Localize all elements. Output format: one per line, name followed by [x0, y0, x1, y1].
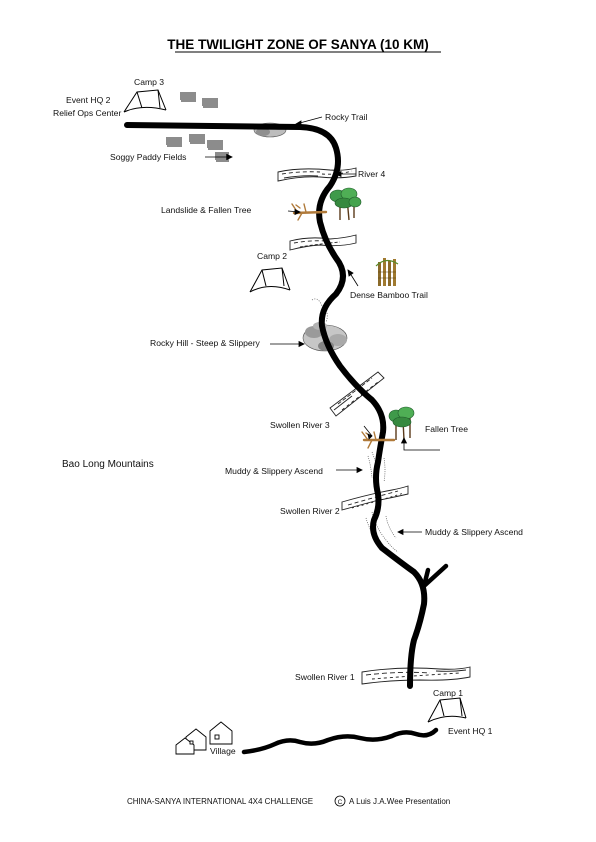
paddy-field-icons [166, 92, 229, 162]
label-muddy-1: Muddy & Slippery Ascend [225, 466, 323, 476]
camp1-tent-icon [427, 697, 467, 723]
village-houses-icon [175, 721, 233, 755]
map-title: THE TWILIGHT ZONE OF SANYA (10 KM) [167, 37, 429, 52]
muddy-texture-1 [367, 451, 386, 493]
river-4 [277, 167, 357, 182]
label-rocky-trail: Rocky Trail [325, 112, 368, 122]
label-soggy-paddy: Soggy Paddy Fields [110, 152, 186, 162]
label-camp1: Camp 1 [433, 688, 463, 698]
label-rocky-hill: Rocky Hill - Steep & Slippery [150, 338, 261, 348]
footer-event-name: CHINA-SANYA INTERNATIONAL 4X4 CHALLENGE [127, 797, 313, 806]
tree-cluster-fallen-icon [388, 406, 415, 441]
label-muddy-2: Muddy & Slippery Ascend [425, 527, 523, 537]
route-fork [421, 563, 449, 589]
camp2-tent-icon [249, 267, 291, 293]
label-river4: River 4 [358, 169, 385, 179]
label-bao-long-mountains: Bao Long Mountains [62, 459, 154, 470]
bamboo-icon [375, 258, 399, 286]
route-main [124, 122, 428, 689]
label-village: Village [210, 746, 236, 756]
fallen-tree-icon [361, 431, 396, 449]
label-swollen-river3: Swollen River 3 [270, 420, 330, 430]
label-camp2: Camp 2 [257, 251, 287, 261]
copyright-icon [334, 795, 346, 807]
swollen-river-3 [329, 371, 385, 417]
label-event-hq2: Event HQ 2 [66, 95, 111, 105]
label-dense-bamboo: Dense Bamboo Trail [350, 290, 428, 300]
camp3-tent-icon [123, 89, 167, 113]
fallen-tree-landslide-icon [291, 203, 328, 221]
tree-cluster-landslide-icon [329, 187, 362, 221]
label-camp3: Camp 3 [134, 77, 164, 87]
label-relief-ops: Relief Ops Center [53, 108, 121, 118]
label-swollen-river2: Swollen River 2 [280, 506, 340, 516]
copyright-letter: C [338, 799, 343, 806]
label-fallen-tree: Fallen Tree [425, 424, 468, 434]
swollen-river-1 [361, 666, 471, 685]
label-swollen-river1: Swollen River 1 [295, 672, 355, 682]
label-arrows [205, 116, 440, 536]
label-event-hq1: Event HQ 1 [448, 726, 493, 736]
route-lower [241, 727, 439, 755]
footer-credit: A Luis J.A.Wee Presentation [349, 797, 450, 806]
label-landslide: Landslide & Fallen Tree [161, 205, 252, 215]
